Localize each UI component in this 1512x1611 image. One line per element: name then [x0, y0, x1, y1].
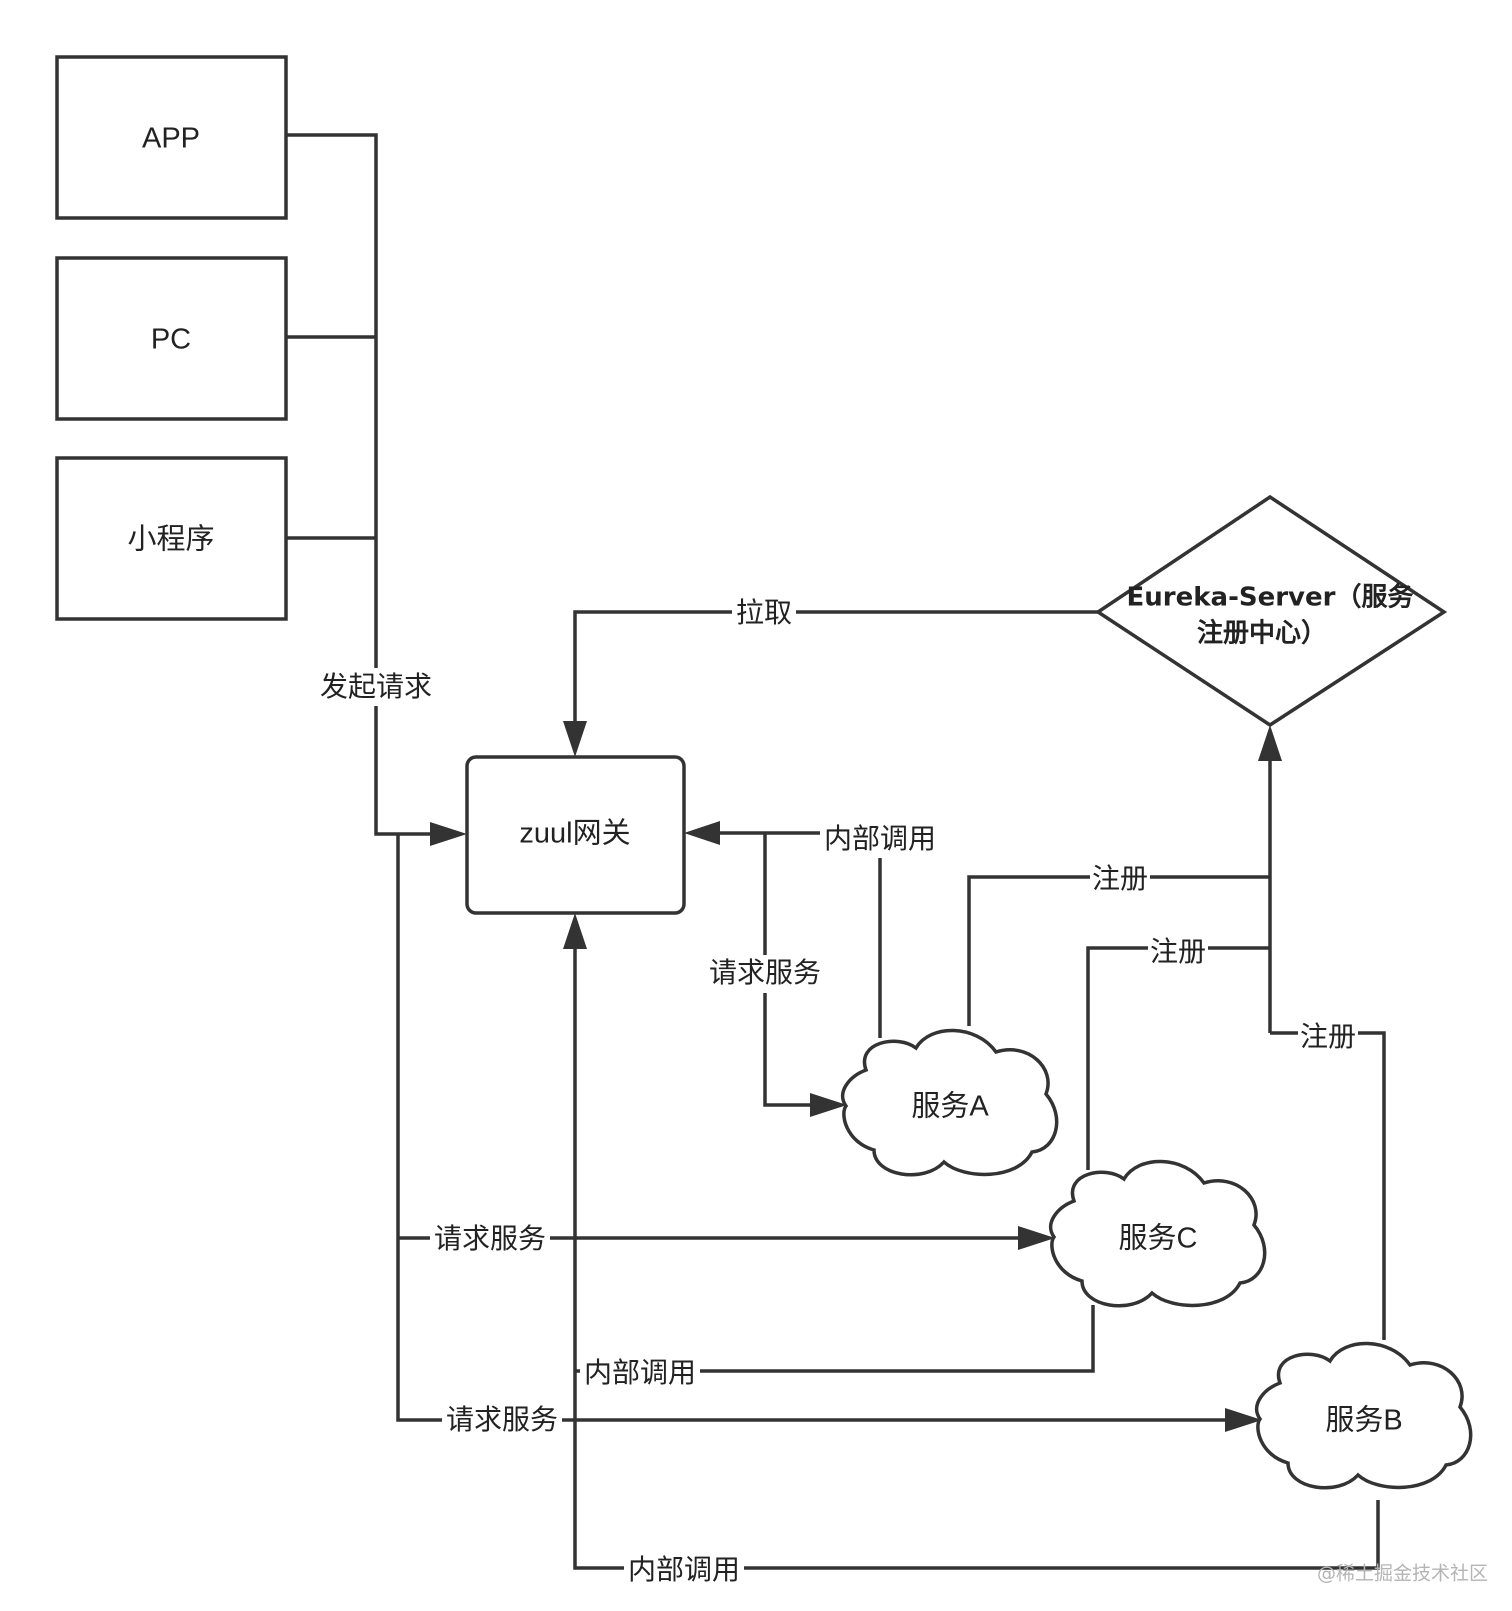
service-b-cloud[interactable] [1254, 1341, 1473, 1490]
service-c-label: 服务C [1119, 1222, 1198, 1255]
register-b-label: 注册 [1300, 1020, 1356, 1053]
edge-internal-call-c [575, 1305, 1095, 1373]
client-boxes [55, 55, 288, 621]
service-b-label: 服务B [1325, 1404, 1402, 1437]
eureka-label-line1: Eureka-Server（服务 [1127, 583, 1414, 613]
edge-request-trunk [396, 834, 1228, 1422]
app-box[interactable] [55, 55, 288, 220]
internal-call-c-label: 内部调用 [584, 1356, 696, 1389]
miniprogram-label: 小程序 [127, 523, 214, 556]
edge-register-a [967, 875, 1270, 1026]
service-c-cloud[interactable] [1048, 1159, 1267, 1308]
eureka-diamond[interactable] [1094, 494, 1448, 728]
service-a-cloud[interactable] [840, 1028, 1059, 1177]
arrowhead-service-c [1018, 1226, 1055, 1250]
internal-call-b-bg [624, 1553, 744, 1589]
edge-internal-call-b [573, 945, 1380, 1570]
internal-call-a-label: 内部调用 [824, 822, 936, 855]
arrowhead-into-gateway-bottom [563, 913, 587, 949]
request-service-c-label: 请求服务 [434, 1222, 546, 1255]
register-c-bg [1148, 935, 1208, 969]
register-a-bg [1090, 862, 1150, 896]
request-service-b-bg [442, 1403, 562, 1439]
service-clouds [840, 1028, 1473, 1490]
app-label: APP [142, 123, 200, 155]
gateway-label: zuul网关 [519, 817, 630, 850]
pull-label: 拉取 [736, 596, 792, 629]
edge-request-service-a [763, 833, 810, 1107]
register-c-label: 注册 [1150, 935, 1206, 968]
edge-app-to-bus [285, 133, 430, 836]
pc-label: PC [151, 324, 191, 356]
initiate-request-label: 发起请求 [320, 670, 432, 703]
internal-call-b-label: 内部调用 [628, 1553, 740, 1586]
eureka-label-line2: 注册中心） [1197, 618, 1327, 649]
miniprogram-box[interactable] [55, 456, 288, 621]
request-service-b-label: 请求服务 [446, 1403, 558, 1436]
edge-labels: 发起请求 拉取 内部调用 请求服务 注册 注册 注册 请求服务 内部调用 请求服… [316, 596, 1358, 1589]
arrowhead-service-a [810, 1093, 847, 1117]
gateway-box[interactable] [465, 755, 686, 915]
node-labels: APP PC 小程序 zuul网关 Eureka-Server（服务 注册中心）… [127, 123, 1413, 1437]
watermark: @稀土掘金技术社区 [1317, 1563, 1488, 1585]
internal-call-a-bg [820, 822, 940, 858]
edge-register-c [1086, 946, 1270, 1170]
pull-bg [732, 596, 796, 632]
arrowhead-eureka [1258, 725, 1282, 761]
pc-box[interactable] [55, 256, 288, 421]
arrowhead-service-b [1225, 1408, 1262, 1432]
request-service-c-bg [430, 1222, 550, 1258]
initiate-request-bg [316, 668, 436, 706]
request-service-a-label: 请求服务 [709, 956, 821, 989]
edge-pull [573, 610, 1098, 735]
arrowheads [430, 721, 1282, 1432]
internal-call-c-bg [580, 1356, 700, 1392]
register-a-label: 注册 [1092, 862, 1148, 895]
edge-internal-call-a [705, 831, 882, 1038]
arrowhead-into-gateway-left [430, 822, 467, 846]
edge-register-b [1270, 1031, 1386, 1340]
service-a-label: 服务A [911, 1090, 989, 1123]
request-service-a-bg [705, 955, 825, 993]
register-b-bg [1298, 1020, 1358, 1054]
arrowhead-pull [563, 721, 587, 757]
arrowhead-into-gateway-right [684, 821, 720, 845]
